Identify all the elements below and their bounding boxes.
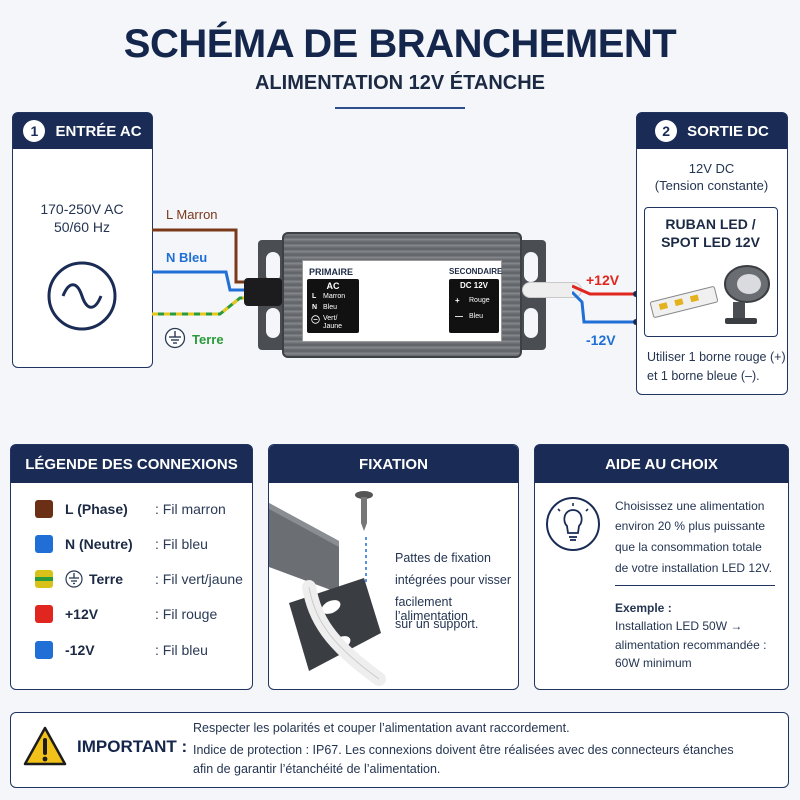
aide-example-title: Exemple :	[615, 601, 672, 615]
legend-key: L (Phase)	[65, 501, 128, 517]
output-mode: (Tension constante)	[654, 178, 769, 193]
primary-pe-line1: Vert/	[323, 315, 338, 322]
legend-value: : Fil bleu	[155, 536, 208, 552]
secondary-plus-color: Rouge	[469, 297, 490, 304]
primary-n: N	[312, 304, 318, 311]
primary-earth-icon	[311, 315, 320, 324]
device-label-plate: PRIMAIRE AC L Marron N Bleu Vert/ Jaune …	[302, 260, 502, 342]
important-label: IMPORTANT :	[77, 737, 188, 756]
primary-pe-line2: Jaune	[323, 323, 343, 330]
output-panel-title: SORTIE DC	[687, 122, 769, 140]
legend-key: -12V	[65, 642, 95, 658]
legend-header: LÉGENDE DES CONNEXIONS	[11, 445, 252, 483]
page-title: SCHÉMA DE BRANCHEMENT	[123, 22, 677, 66]
primary-n-color: Bleu	[323, 304, 338, 311]
secondary-title: SECONDAIRE	[449, 267, 503, 276]
primary-box: AC L Marron N Bleu Vert/ Jaune	[307, 279, 359, 333]
legend-value: : Fil rouge	[155, 606, 218, 622]
led-device-box: RUBAN LED / SPOT LED 12V	[644, 207, 778, 337]
legend-row-n: N (Neutre) : Fil bleu	[35, 535, 208, 553]
secondary-plus: +	[455, 296, 460, 305]
lightbulb-icon	[546, 497, 600, 551]
swatch-brown	[35, 500, 53, 518]
primary-l: L	[312, 293, 317, 300]
aide-header: AIDE AU CHOIX	[535, 445, 788, 483]
page-subtitle: ALIMENTATION 12V ÉTANCHE	[254, 72, 545, 94]
legend-row-earth: Terre : Fil vert/jaune	[35, 570, 243, 588]
input-panel-header: 1 ENTRÉE AC	[13, 113, 152, 149]
fixation-line4: sur un support.	[395, 617, 479, 631]
earth-icon	[65, 570, 83, 588]
warning-icon	[23, 726, 67, 766]
ac-cable-gland	[244, 278, 282, 306]
legend-row-minus: -12V : Fil bleu	[35, 641, 208, 659]
aide-ex2: alimentation recommandée :	[615, 638, 767, 652]
secondary-box: DC 12V + Rouge — Bleu	[449, 279, 499, 333]
input-panel-title: ENTRÉE AC	[55, 122, 142, 140]
input-voltage: 170-250V AC	[40, 201, 124, 217]
legend-value: : Fil marron	[155, 501, 226, 517]
output-panel: 2 SORTIE DC 12V DC (Tension constante) R…	[636, 112, 788, 395]
aide-ex3: 60W minimum	[615, 656, 692, 670]
wire-earth-label: Terre	[192, 332, 224, 347]
wire-minus-label: -12V	[586, 332, 616, 348]
input-frequency: 50/60 Hz	[53, 219, 111, 235]
swatch-red	[35, 605, 53, 623]
legend-row-plus: +12V : Fil rouge	[35, 605, 217, 623]
earth-icon	[164, 327, 186, 349]
screw-icon	[355, 491, 373, 531]
important-line3: afin de garantir l’étanchéité de l’alime…	[193, 762, 441, 776]
primary-title: PRIMAIRE	[309, 267, 354, 277]
important-box: IMPORTANT : Respecter les polarités et c…	[10, 712, 789, 788]
primary-sub: AC	[326, 281, 340, 291]
important-line1: Respecter les polarités et couper l’alim…	[193, 721, 570, 735]
aide-panel: AIDE AU CHOIX Choisissez une alimentatio…	[534, 444, 789, 690]
fixation-line2: intégrées pour visser	[395, 573, 512, 587]
aide-ex1: Installation LED 50W →	[615, 619, 743, 633]
legend-key: +12V	[65, 606, 99, 622]
device-name-line2: SPOT LED 12V	[661, 234, 760, 250]
swatch-blue	[35, 535, 53, 553]
wire-plus-label: +12V	[586, 272, 620, 288]
swatch-blue	[35, 641, 53, 659]
legend-key: Terre	[65, 570, 155, 588]
step-number: 2	[655, 120, 678, 142]
wire-l-label: L Marron	[166, 207, 218, 222]
fixation-header: FIXATION	[269, 445, 518, 483]
secondary-minus-color: Bleu	[469, 313, 484, 320]
aide-line4: de votre installation LED 12V.	[615, 561, 772, 575]
legend-panel: LÉGENDE DES CONNEXIONS L (Phase) : Fil m…	[10, 444, 253, 690]
legend-key: N (Neutre)	[65, 536, 133, 552]
fixation-line1: Pattes de fixation	[395, 551, 491, 565]
fixation-line3: facilement l’alimentation	[395, 595, 468, 623]
output-note-line2: et 1 borne bleue (–).	[647, 369, 760, 383]
legend-value: : Fil bleu	[155, 642, 208, 658]
output-panel-header: 2 SORTIE DC	[637, 113, 787, 149]
aide-line3: que la consommation totale	[615, 540, 762, 554]
primary-l-color: Marron	[323, 293, 346, 300]
input-panel: 1 ENTRÉE AC 170-250V AC 50/60 Hz	[12, 112, 153, 368]
device-name-line1: RUBAN LED /	[665, 216, 756, 232]
ac-sine-icon	[47, 261, 117, 331]
mounting-tab-image	[269, 491, 386, 686]
legend-key-text: Terre	[89, 571, 123, 587]
step-number: 1	[23, 120, 46, 142]
important-line2: Indice de protection : IP67. Les connexi…	[193, 743, 734, 757]
title-underline	[335, 107, 465, 109]
legend-row-l: L (Phase) : Fil marron	[35, 500, 226, 518]
output-voltage: 12V DC	[688, 161, 735, 176]
wire-n-label: N Bleu	[166, 250, 208, 265]
secondary-sub: DC 12V	[459, 281, 488, 290]
aide-line1: Choisissez une alimentation	[615, 499, 765, 513]
fixation-panel: FIXATION Pattes de fixation intégrées po…	[268, 444, 519, 690]
aide-divider	[615, 585, 775, 586]
legend-value: : Fil vert/jaune	[155, 571, 243, 587]
secondary-minus: —	[455, 312, 463, 321]
led-strip-spot-icon	[649, 265, 770, 324]
swatch-green-yellow	[35, 570, 53, 588]
output-note-line1: Utiliser 1 borne rouge (+)	[647, 350, 786, 364]
aide-line2: environ 20 % plus puissante	[615, 519, 766, 533]
